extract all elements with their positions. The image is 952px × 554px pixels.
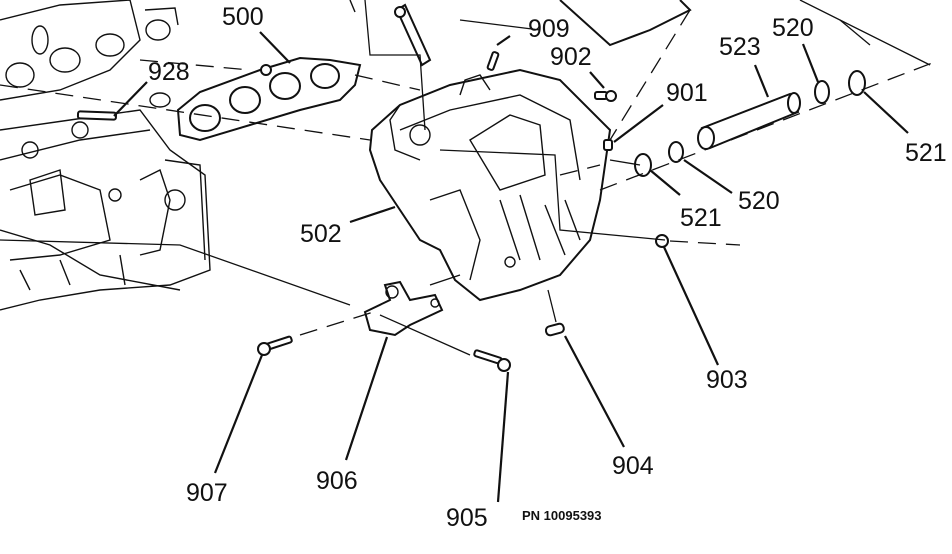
callout-502: 502 bbox=[300, 220, 342, 248]
ring-521-upper bbox=[848, 70, 866, 96]
callout-904: 904 bbox=[612, 452, 654, 480]
callout-903: 903 bbox=[706, 366, 748, 394]
callout-521-lower: 521 bbox=[680, 204, 722, 232]
callout-902: 902 bbox=[550, 43, 592, 71]
dowel-904 bbox=[544, 322, 565, 337]
callout-523: 523 bbox=[719, 33, 761, 61]
pin-909 bbox=[486, 51, 500, 71]
bolt-902 bbox=[594, 90, 617, 102]
engine-block bbox=[0, 0, 211, 311]
callout-901: 901 bbox=[666, 79, 708, 107]
ring-520-lower bbox=[668, 141, 684, 163]
callouts: 500 928 909 902 901 523 520 521 520 521 … bbox=[148, 3, 947, 532]
callout-520-lower: 520 bbox=[738, 187, 780, 215]
intake-manifold-502 bbox=[368, 68, 612, 302]
part-number: PN 10095393 bbox=[522, 508, 602, 523]
plug-901 bbox=[603, 139, 613, 151]
bracket-906 bbox=[363, 280, 444, 337]
sensor-top bbox=[349, 0, 692, 67]
ring-520-upper bbox=[814, 80, 830, 104]
gasket-500 bbox=[176, 56, 362, 142]
callout-500: 500 bbox=[222, 3, 264, 31]
callout-928: 928 bbox=[148, 58, 190, 86]
bolt-907 bbox=[257, 335, 293, 356]
callout-909: 909 bbox=[528, 15, 570, 43]
bolt-905 bbox=[473, 349, 511, 372]
callout-521-upper: 521 bbox=[905, 139, 947, 167]
callout-520-upper: 520 bbox=[772, 14, 814, 42]
callout-907: 907 bbox=[186, 479, 228, 507]
callout-906: 906 bbox=[316, 467, 358, 495]
leader-lines bbox=[113, 31, 909, 503]
shaft-523 bbox=[697, 92, 801, 150]
guide-lines bbox=[0, 0, 941, 356]
callout-905: 905 bbox=[446, 504, 488, 532]
ring-521-lower bbox=[634, 153, 652, 177]
stud-928 bbox=[76, 110, 118, 121]
nut-903 bbox=[655, 234, 669, 248]
